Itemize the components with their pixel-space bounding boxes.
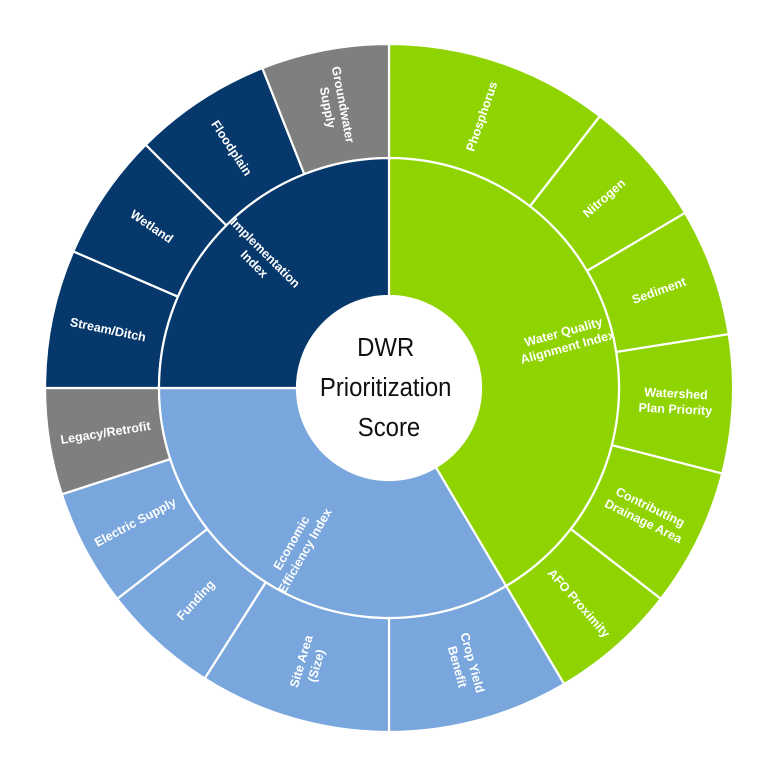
outer-label-watershed: WatershedPlan Priority <box>638 385 713 418</box>
outer-label-watershed-line: Plan Priority <box>638 401 712 418</box>
inner-segment-ii <box>157 156 391 390</box>
center-label-line: Score <box>358 413 420 442</box>
center-label: DWR Prioritization Score <box>320 333 458 442</box>
outer-label-watershed-line: Watershed <box>644 385 708 402</box>
center-label-line: DWR <box>357 333 414 362</box>
inner-segment-wqai <box>387 156 621 588</box>
segments-layer <box>43 42 735 734</box>
inner-segment-eei <box>157 386 508 620</box>
center-disc <box>298 297 480 479</box>
center-label-line: Prioritization <box>320 373 452 402</box>
